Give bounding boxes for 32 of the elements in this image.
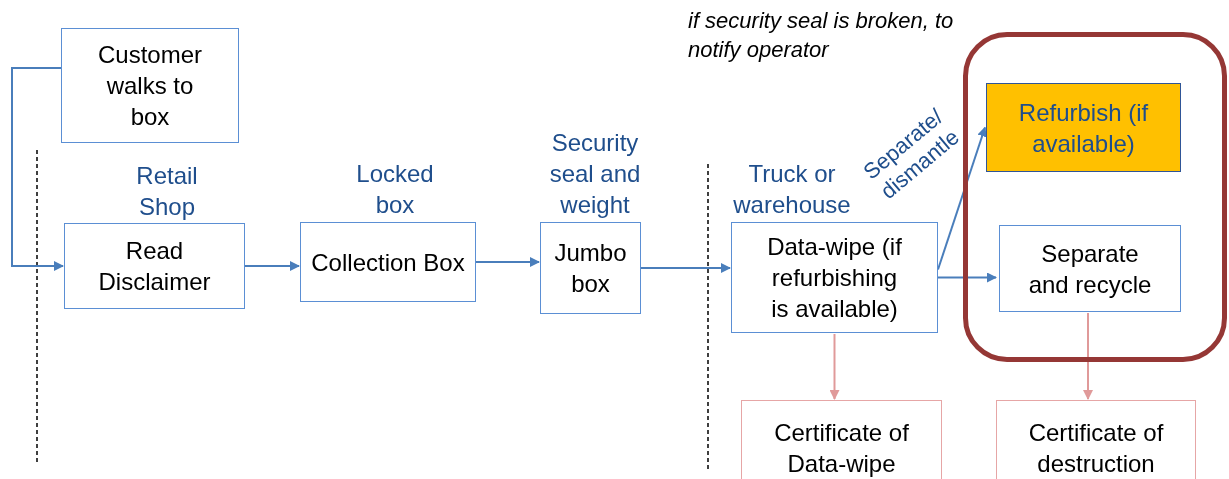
box-text: Refurbish (if available) xyxy=(1017,97,1150,159)
process-box xyxy=(300,222,476,302)
box-text: Separate and recycle xyxy=(1027,238,1153,300)
box-text: Customer walks to box xyxy=(97,40,203,132)
stage-label: Truck or warehouse xyxy=(732,160,852,220)
box-text: Jumbo box xyxy=(553,238,628,299)
process-box xyxy=(540,222,641,314)
group-frame xyxy=(963,32,1227,362)
arrow xyxy=(640,263,731,273)
arrow xyxy=(475,257,540,267)
note-text: if security seal is broken, to notify operator xyxy=(688,7,955,64)
process-box xyxy=(64,223,245,309)
process-box xyxy=(996,400,1196,479)
process-box xyxy=(731,222,938,333)
box-text: Data-wipe (if refurbishing is available) xyxy=(766,232,903,324)
arrow xyxy=(11,67,64,271)
arrow xyxy=(937,126,987,271)
box-text: Read Disclaimer xyxy=(97,236,212,297)
arrow xyxy=(244,261,300,271)
process-box xyxy=(741,400,942,479)
box-text: Certificate of Data-wipe xyxy=(773,417,910,479)
box-text: Collection Box xyxy=(311,247,465,278)
box-text: Certificate of destruction xyxy=(1027,417,1165,479)
process-box xyxy=(986,83,1181,172)
arrow xyxy=(1083,312,1093,400)
arrow xyxy=(829,333,840,400)
stage-label: Locked box xyxy=(355,160,435,220)
process-box xyxy=(61,28,239,143)
process-box xyxy=(999,225,1181,312)
stage-label: Retail Shop xyxy=(135,162,199,222)
arrow xyxy=(937,272,997,283)
stage-label: Security seal and weight xyxy=(548,128,642,220)
